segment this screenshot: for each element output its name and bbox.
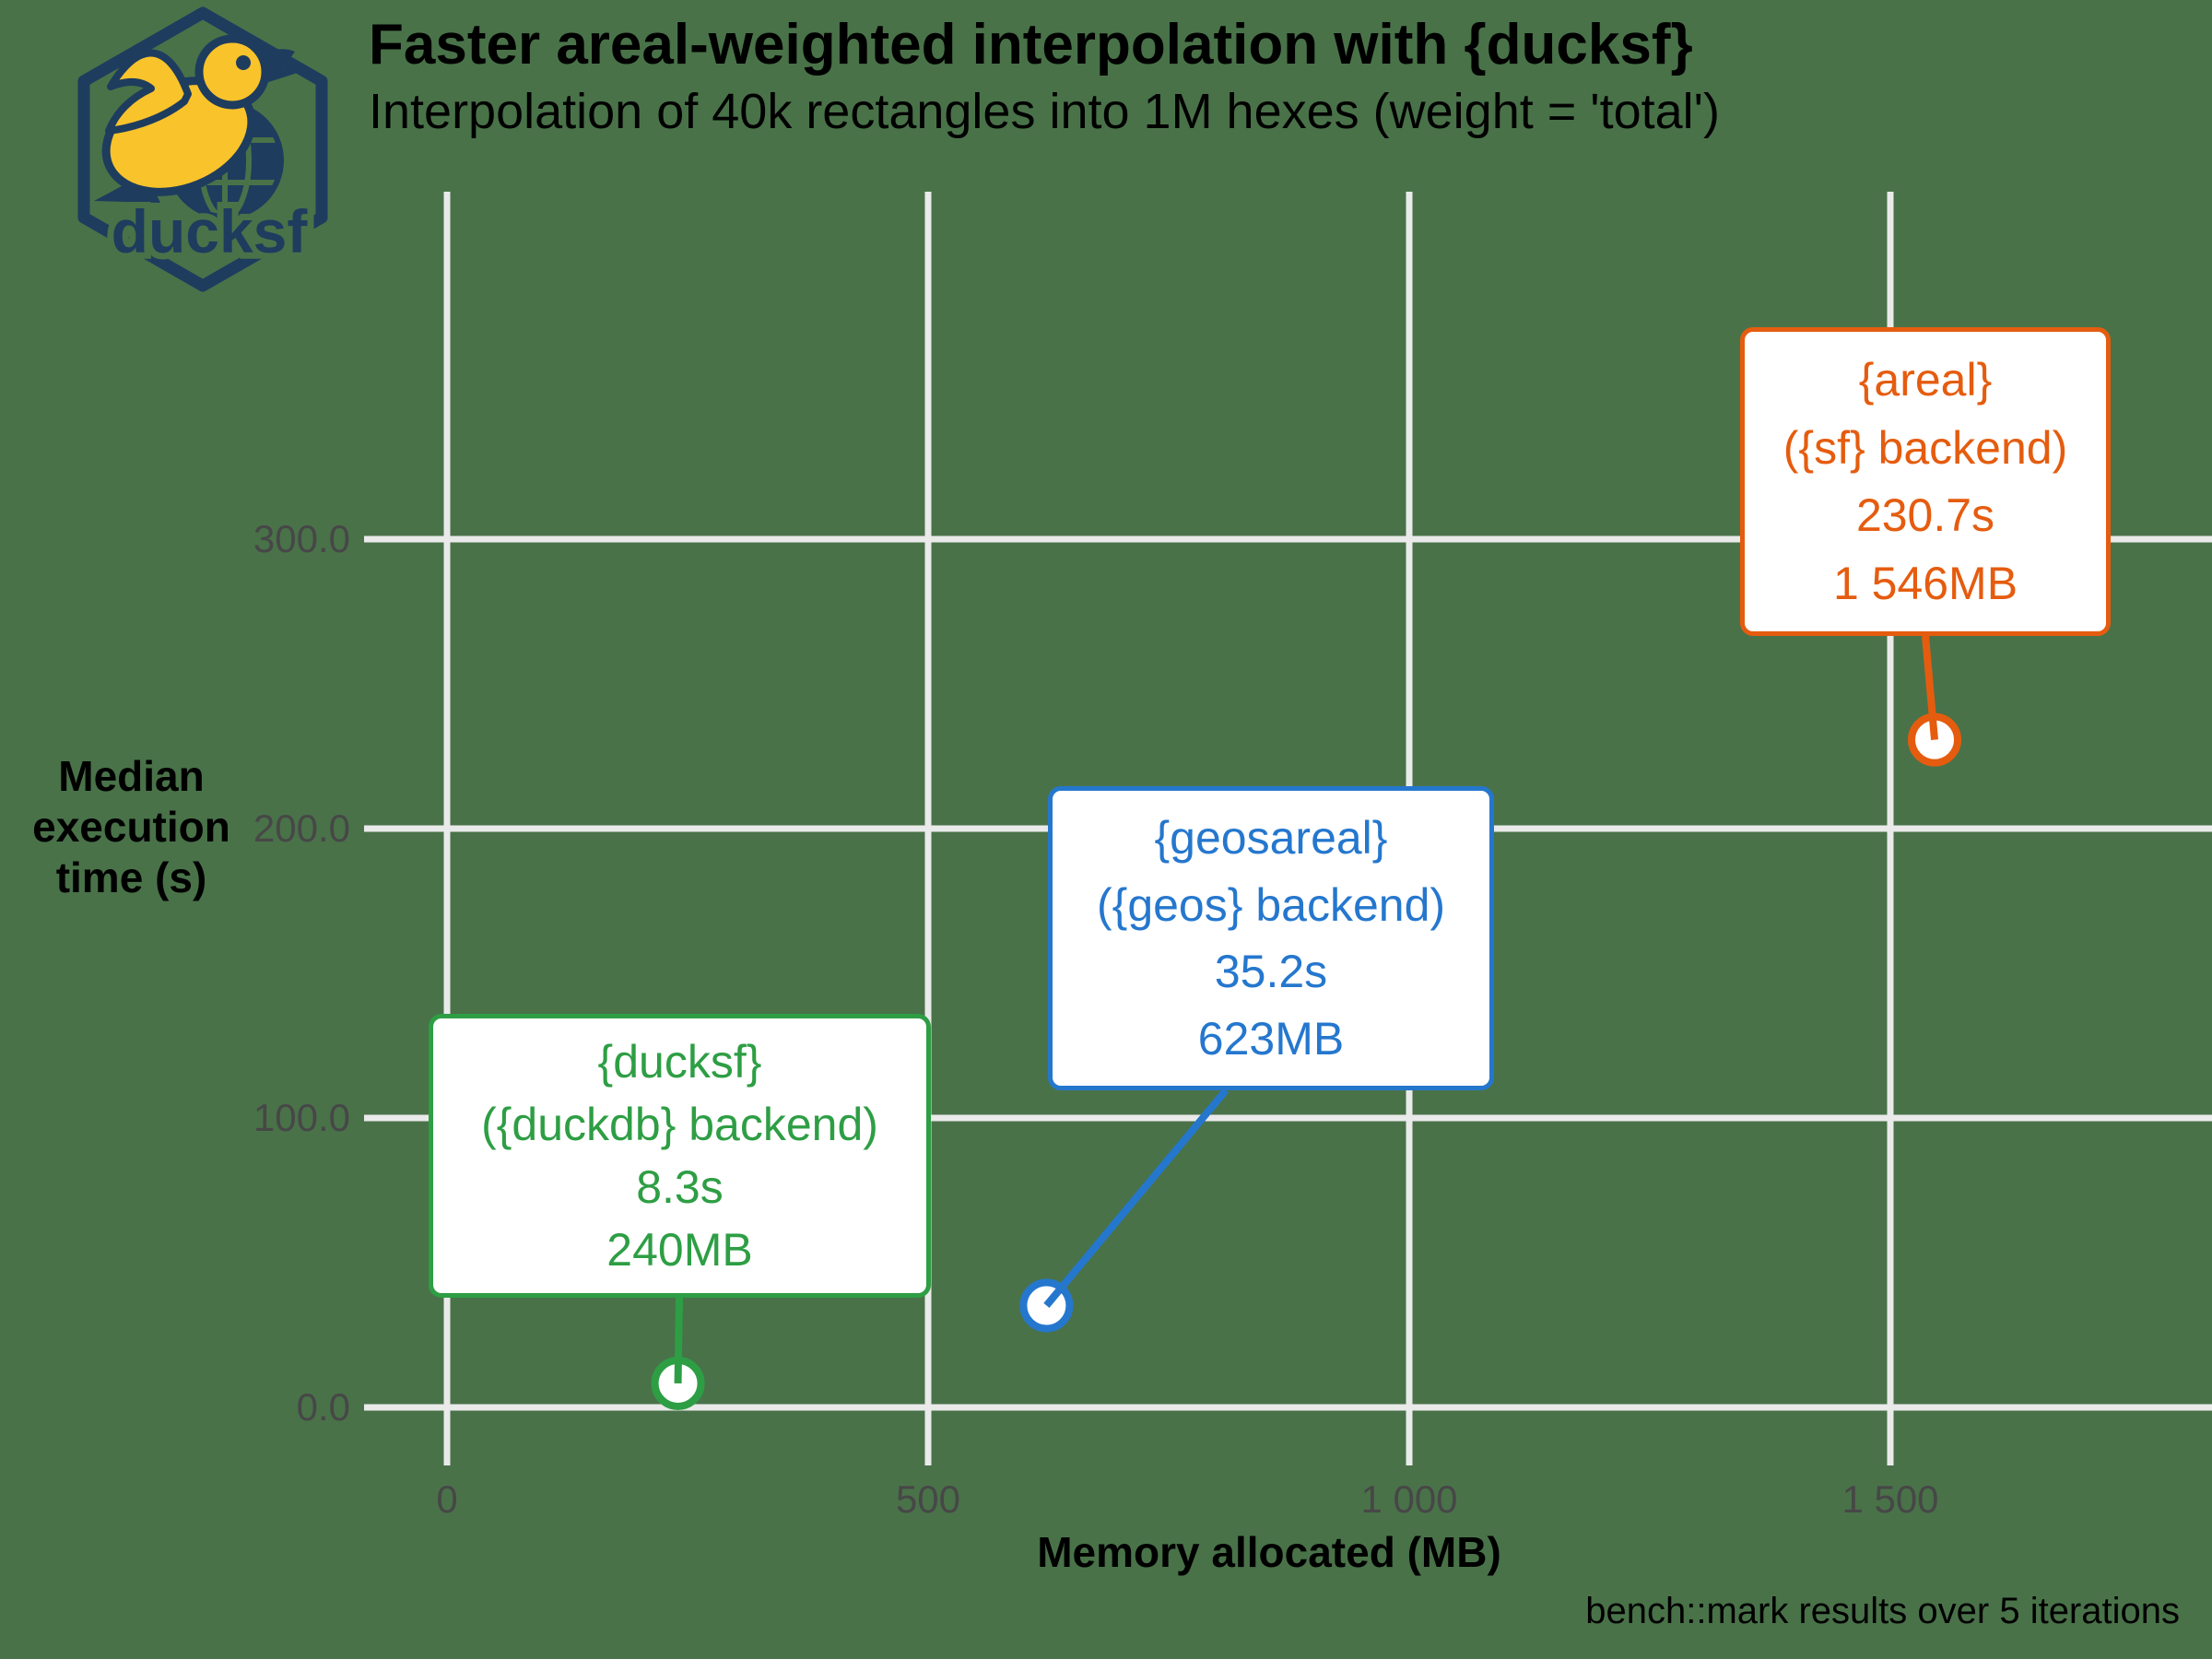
label-box-areal: {areal} ({sf} backend) 230.7s 1 546MB (1740, 327, 2111, 636)
chart-title: Faster areal-weighted interpolation with… (369, 13, 1693, 76)
ducksf-logo: ducksf (57, 2, 361, 306)
x-tick-label-0: 0 (436, 1477, 458, 1521)
y-tick-label-200: 200.0 (253, 806, 350, 850)
chart-caption: bench::mark results over 5 iterations (1585, 1591, 2180, 1631)
y-tick-label-300: 300.0 (253, 517, 350, 560)
label-name-areal: {areal} (1858, 354, 1993, 406)
y-tick-label-100: 100.0 (253, 1096, 350, 1139)
label-box-geosareal: {geosareal} ({geos} backend) 35.2s 623MB (1048, 786, 1494, 1090)
x-tick-label-500: 500 (895, 1477, 961, 1521)
label-time-areal: 230.7s (1855, 489, 1995, 542)
x-tick-label-1000: 1 000 (1360, 1477, 1458, 1521)
x-tick-label-1500: 1 500 (1841, 1477, 1939, 1521)
label-name-ducksf: {ducksf} (597, 1036, 762, 1088)
label-name-geosareal: {geosareal} (1154, 812, 1388, 865)
label-time-geosareal: 35.2s (1214, 946, 1328, 998)
label-memory-ducksf: 240MB (606, 1224, 753, 1276)
label-backend-areal: ({sf} backend) (1783, 421, 2068, 474)
y-tick-label-0: 0.0 (296, 1385, 350, 1429)
logo-text: ducksf (112, 197, 309, 265)
ducksf-logo-icon: ducksf (77, 6, 328, 292)
label-backend-geosareal: ({geos} backend) (1096, 878, 1446, 931)
label-time-ducksf: 8.3s (636, 1161, 724, 1213)
leader-line-areal (1922, 635, 1939, 740)
label-box-ducksf: {ducksf} ({duckdb} backend) 8.3s 240MB (429, 1014, 931, 1298)
label-backend-ducksf: ({duckdb} backend) (481, 1099, 878, 1150)
label-memory-geosareal: 623MB (1197, 1012, 1345, 1065)
label-memory-areal: 1 546MB (1832, 557, 2018, 609)
leader-line-geosareal (1043, 1088, 1230, 1309)
leader-line-ducksf (674, 1297, 683, 1383)
duck-icon (94, 34, 300, 203)
y-axis-title: Median execution time (s) (32, 752, 230, 901)
chart-subtitle: Interpolation of 40k rectangles into 1M … (369, 84, 1720, 139)
hexagon-outline-icon (77, 6, 328, 292)
x-axis-title: Memory allocated (MB) (1037, 1528, 1501, 1576)
